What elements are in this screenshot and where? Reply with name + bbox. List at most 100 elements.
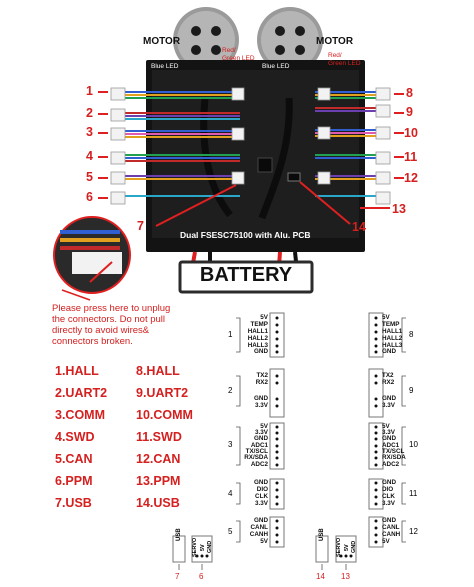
pin-label: HALL3 [247, 342, 268, 349]
right-plugs [317, 87, 391, 205]
callout-11: 11 [404, 150, 418, 164]
pin-label: 3.3V [255, 429, 268, 436]
servo-5v-left: 5V [200, 544, 206, 551]
callout-1: 1 [86, 84, 93, 98]
left-wire-bundle [120, 91, 240, 197]
pin-label: 5V [382, 314, 390, 321]
pin-label: CANL [382, 524, 400, 531]
battery-label: BATTERY [199, 264, 293, 286]
led-blue-left-label: Blue LED [151, 63, 179, 70]
usb-label-right: USB [319, 528, 325, 541]
pin-label: ADC2 [382, 461, 400, 468]
pin-group-num-left: 2 [228, 386, 233, 395]
legend-item: 4.SWD [55, 430, 95, 444]
callout-13: 13 [392, 202, 406, 216]
callout-8: 8 [406, 86, 413, 100]
pin-label: ADC1 [250, 442, 268, 449]
callout-7: 7 [137, 219, 144, 233]
pin-label: GND [254, 435, 268, 442]
pin-group-num-right: 11 [409, 489, 418, 498]
legend-item: 11.SWD [136, 430, 182, 444]
connector-closeup [53, 216, 131, 301]
pin-label: TX/SCL [245, 448, 268, 455]
pin-label: TX2 [382, 372, 394, 379]
legend-item: 2.UART2 [55, 386, 108, 400]
pin-label: 5V [260, 538, 268, 545]
pin-label: 3.3V [382, 500, 395, 507]
pin-label: CANL [250, 524, 269, 531]
board-label: Dual FSESC75100 with Alu. PCB [180, 230, 311, 240]
pin-group-num-right: 12 [409, 527, 418, 536]
pin-label: TX/SCL [382, 448, 405, 455]
led-rg-left-label: Red/ Green LED [222, 47, 255, 62]
pin-diagram-frames [172, 312, 384, 563]
pin-group-num-right: 9 [409, 386, 414, 395]
pin-label: 5V [382, 423, 390, 430]
callout-4: 4 [86, 149, 93, 163]
pin-label: RX/SDA [244, 454, 268, 461]
pin-label: TEMP [382, 321, 400, 328]
pin-label: GND [254, 395, 268, 402]
motor-left-label: MOTOR [143, 36, 181, 47]
pin-group-num-left: 4 [228, 489, 233, 498]
pin-group-num-right: 10 [409, 440, 418, 449]
pin-label: 3.3V [382, 402, 395, 409]
bottom-num-14: 14 [316, 572, 325, 581]
pin-label: GND [382, 435, 396, 442]
pin-group-num-left: 3 [228, 440, 233, 449]
pin-label: GND [254, 517, 268, 524]
pin-label: RX/SDA [382, 454, 406, 461]
callout-12: 12 [404, 171, 418, 185]
pin-label: 5V [382, 538, 390, 545]
callout-6: 6 [86, 190, 93, 204]
pin-label: GND [382, 479, 396, 486]
legend-item: 6.PPM [55, 474, 93, 488]
pin-label: GND [254, 479, 268, 486]
pin-label: RX2 [255, 379, 268, 386]
callout-10: 10 [404, 126, 418, 140]
pin-label: ADC1 [382, 442, 400, 449]
pin-label: GND [382, 517, 396, 524]
legend-item: 9.UART2 [136, 386, 189, 400]
pin-label: 3.3V [382, 429, 395, 436]
pin-label: 5V [260, 314, 268, 321]
legend-item: 7.USB [55, 496, 92, 510]
callout-2: 2 [86, 106, 93, 120]
pin-label: DIO [256, 486, 268, 493]
battery-box [178, 260, 314, 294]
pin-label: HALL1 [247, 328, 268, 335]
pin-label: 5V [260, 423, 268, 430]
pin-label: TX2 [256, 372, 268, 379]
legend-item: 10.COMM [136, 408, 193, 422]
legend-item: 5.CAN [55, 452, 93, 466]
pin-group-num-right: 8 [409, 330, 414, 339]
servo-gnd-left: GND [207, 540, 213, 553]
legend-item: 8.HALL [136, 364, 180, 378]
legend-item: 1.HALL [55, 364, 99, 378]
motor-right-label: MOTOR [316, 36, 354, 47]
pin-label: HALL2 [382, 335, 403, 342]
legend-item: 14.USB [136, 496, 180, 510]
legend-item: 3.COMM [55, 408, 105, 422]
pin-label: GND [382, 348, 396, 355]
servo-label-right: SERVO [336, 537, 342, 557]
callout-14: 14 [352, 220, 366, 234]
led-blue-right-label: Blue LED [262, 63, 290, 70]
servo-gnd-right: GND [351, 540, 357, 553]
pin-label: CLK [382, 493, 395, 500]
pin-label: CANH [382, 531, 401, 538]
pin-label: HALL2 [247, 335, 268, 342]
callout-arrows [98, 91, 404, 227]
pin-label: 3.3V [255, 402, 268, 409]
pin-group-num-left: 5 [228, 527, 233, 536]
pin-label: TEMP [250, 321, 269, 328]
pin-group-num-left: 1 [228, 330, 233, 339]
pin-label: GND [382, 395, 396, 402]
callout-9: 9 [406, 105, 413, 119]
servo-label-left: SERVO [192, 537, 198, 557]
led-rg-right-label: Red/ Green LED [328, 52, 361, 67]
callout-5: 5 [86, 170, 93, 184]
pin-label: CLK [255, 493, 268, 500]
